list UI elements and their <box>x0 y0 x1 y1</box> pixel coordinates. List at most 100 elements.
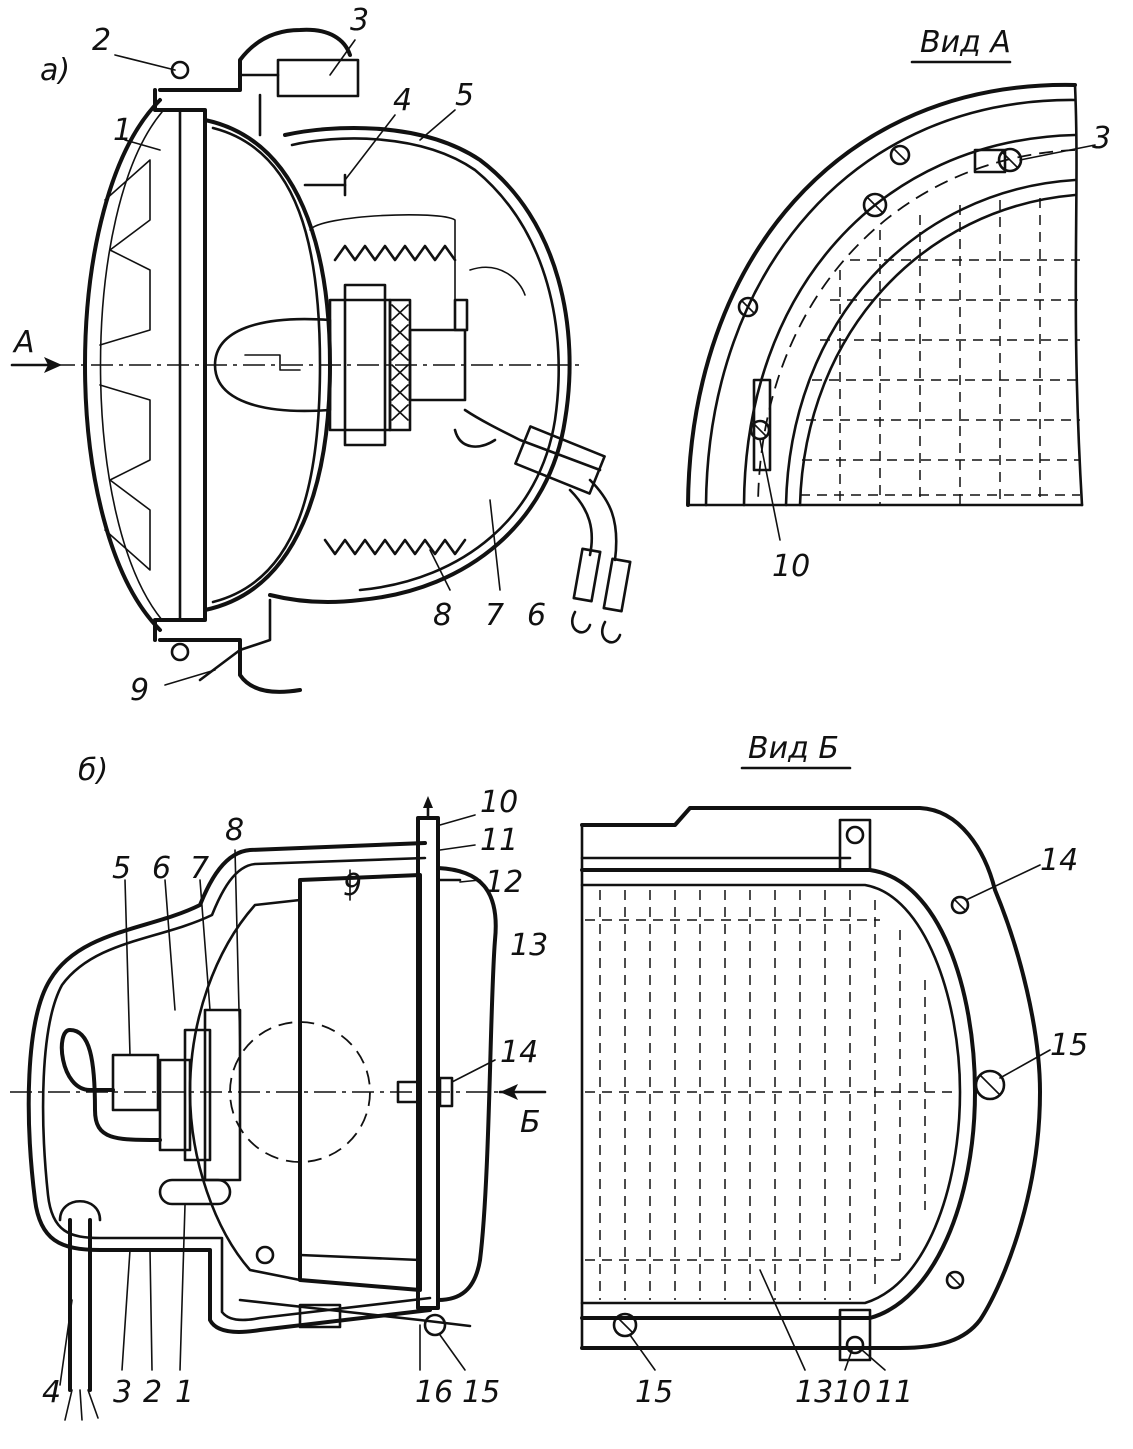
callout-b-16: 16 <box>415 1375 453 1410</box>
cable-4 <box>68 1218 92 1392</box>
housing-outer-b <box>26 841 432 1334</box>
leader-b-6 <box>164 879 176 1011</box>
leader-3 <box>329 39 356 76</box>
lens-grid-a <box>800 198 1080 505</box>
leader-8 <box>429 549 451 591</box>
callout-b-10: 10 <box>480 785 518 820</box>
rim-outer-2 <box>704 98 1077 507</box>
callout-view-a-3: 3 <box>1092 121 1111 156</box>
callout-a-7: 7 <box>485 598 504 633</box>
wire-loop <box>453 428 497 448</box>
wire-upper <box>309 214 456 301</box>
terminal-6a <box>572 547 602 603</box>
adjust-screw-15-right <box>974 1069 1006 1101</box>
top-bezel <box>158 27 352 92</box>
callout-b-2: 2 <box>143 1375 162 1410</box>
leader-b-1 <box>179 1204 186 1371</box>
leader-b-8 <box>234 849 241 1051</box>
view-a-title: Вид А <box>920 25 1011 60</box>
callout-vb-15: 15 <box>1050 1028 1088 1063</box>
lens-prisms-bottom <box>99 384 151 571</box>
housing-5-inner <box>290 137 560 592</box>
screw-9 <box>198 598 272 682</box>
lens-grid-b <box>585 890 960 1300</box>
lens-rim <box>153 88 207 642</box>
leader-4 <box>344 114 396 181</box>
cable-strands <box>64 1389 99 1421</box>
adjust-screw-view-a <box>862 192 888 218</box>
wire-loop-b <box>59 1028 162 1142</box>
part-b-label: б) <box>78 753 108 788</box>
bulb-filament <box>244 354 301 371</box>
socket-flange-b <box>183 1028 212 1162</box>
callout-b-8: 8 <box>225 813 244 848</box>
cable-7 <box>463 408 602 472</box>
contact-clip <box>453 298 469 332</box>
callout-b-11: 11 <box>480 823 518 858</box>
leader-b-12 <box>459 879 481 883</box>
rim-outer <box>686 82 1077 507</box>
callout-b-7: 7 <box>190 851 209 886</box>
terminal-lug-b <box>601 620 622 644</box>
lens-edge-2 <box>798 193 1077 507</box>
leader-vb-15 <box>999 1049 1051 1079</box>
leader-vb-15b <box>629 1334 656 1371</box>
callout-a-1: 1 <box>113 113 132 148</box>
adjust-screw-3 <box>276 58 360 98</box>
connector-5 <box>111 1053 160 1112</box>
callout-vb-14: 14 <box>1040 843 1078 878</box>
headlamp-section-a: а) A 1 2 3 4 5 6 7 8 9 <box>10 3 632 708</box>
view-b-title: Вид Б <box>748 731 839 766</box>
leader-b-11 <box>439 844 476 851</box>
callout-b-15: 15 <box>462 1375 500 1410</box>
screw-9-pivot <box>170 642 190 662</box>
leader-b-14 <box>451 1059 496 1083</box>
rim-screw-14-bottom <box>945 1270 965 1290</box>
callout-b-1: 1 <box>175 1375 194 1410</box>
leader-view-a-3 <box>1019 144 1096 161</box>
grommet-b <box>58 1199 102 1222</box>
callout-vb-10: 10 <box>833 1375 871 1410</box>
callout-a-4: 4 <box>393 83 412 118</box>
callout-view-a-10: 10 <box>772 549 810 584</box>
part-a-label: а) <box>40 53 70 88</box>
screw-14-b <box>396 1080 422 1104</box>
leader-1 <box>124 139 161 151</box>
lens-prisms-top <box>99 159 151 346</box>
pin-1 <box>158 1178 232 1206</box>
reflector-inner <box>211 126 322 604</box>
leader-b-7 <box>199 879 211 1011</box>
adjust-bracket-3 <box>973 148 1007 174</box>
terminal-lug-a <box>571 610 592 634</box>
hinge-b <box>255 1245 275 1265</box>
lens-edge <box>784 178 1077 507</box>
socket-flange <box>343 283 387 447</box>
break-line-right <box>1073 83 1084 507</box>
callout-b-4: 4 <box>42 1375 61 1410</box>
callout-b-14: 14 <box>500 1035 538 1070</box>
bottom-bezel <box>158 638 302 694</box>
rim-screw-1 <box>889 144 911 166</box>
top-bracket <box>838 818 872 872</box>
leader-5 <box>419 109 456 141</box>
connector-block <box>408 328 467 402</box>
adjuster-spring-seat <box>298 1303 342 1329</box>
grommet <box>514 425 606 495</box>
view-b-arrow-head <box>500 1084 518 1100</box>
callout-b-6: 6 <box>152 851 171 886</box>
insulator-hatch <box>391 304 409 421</box>
leader-9 <box>164 669 216 686</box>
callout-vb-11: 11 <box>875 1375 913 1410</box>
callout-a-6: 6 <box>527 598 546 633</box>
bulb-b <box>229 1021 371 1163</box>
leader-b-5 <box>124 879 131 1056</box>
view-b-arrow-label: Б <box>520 1105 541 1140</box>
leader-vb-14 <box>965 864 1041 901</box>
clip-upper <box>469 266 526 296</box>
callout-a-8: 8 <box>433 598 452 633</box>
contact-holder <box>158 1058 192 1152</box>
terminal-6b <box>602 557 632 613</box>
leader-vb-10 <box>844 1349 853 1371</box>
